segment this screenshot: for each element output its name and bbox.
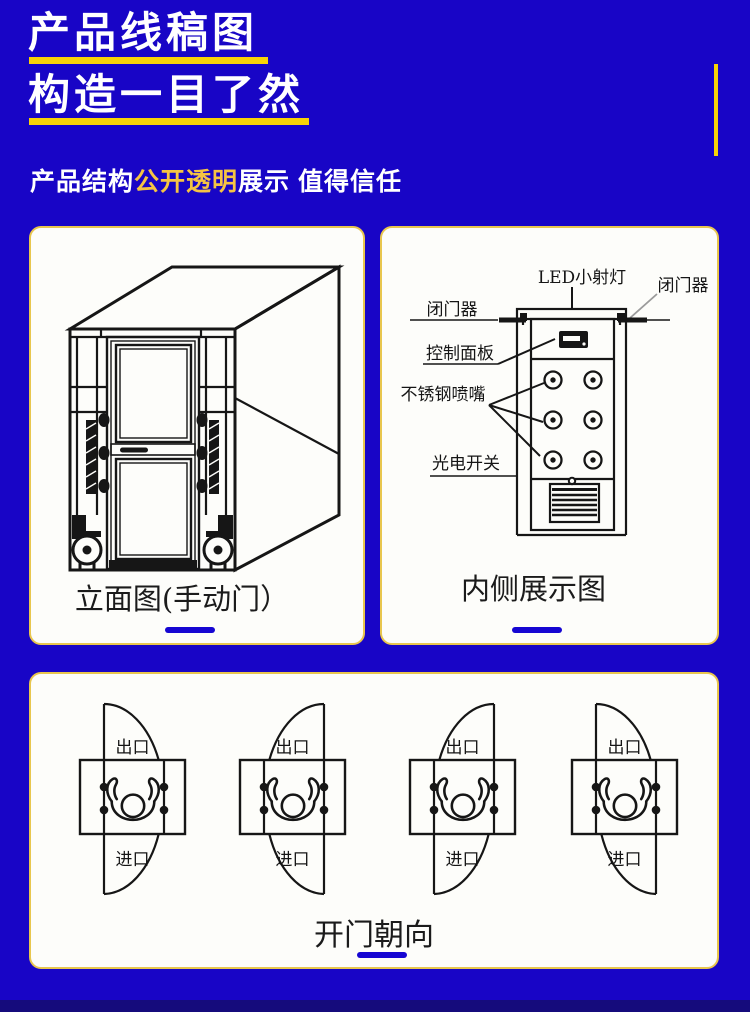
label-door-closer-right: 闭门器: [657, 276, 709, 296]
subtitle-part2: 展示 值得信任: [238, 168, 402, 196]
subtitle-highlight: 公开透明: [134, 168, 239, 196]
label-door-closer-left: 闭门器: [426, 300, 478, 320]
door-orientation-card: 出口 进口 出口 进口: [29, 672, 719, 969]
inner-view-drawing: [410, 287, 670, 537]
title-underline-2: [29, 118, 309, 125]
subtitle-part1: 产品结构: [30, 168, 135, 196]
page-title-line2: 构造一目了然: [28, 71, 305, 118]
door-diagram-3-drawing: [408, 702, 517, 896]
door-diagram-4-drawing: [570, 702, 679, 896]
person-top-view-icon: [435, 777, 491, 822]
label-steel-nozzles: 不锈钢喷嘴: [400, 385, 486, 405]
exit-label: 出口: [115, 738, 150, 758]
exit-label: 出口: [275, 738, 310, 758]
label-photo-switch: 光电开关: [432, 454, 500, 474]
elevation-caption-underline: [165, 627, 215, 633]
entry-label: 进口: [445, 850, 480, 870]
label-led-spotlight: LED小射灯: [537, 268, 627, 288]
door-orientation-caption-underline: [357, 952, 407, 958]
caster-wheels: [71, 531, 234, 569]
door-diagram-1-drawing: [78, 702, 187, 896]
door-diagram-2: 出口 进口: [222, 692, 363, 907]
door-diagram-2-drawing: [238, 702, 347, 896]
entry-label: 进口: [275, 850, 310, 870]
page-title-line1: 产品线稿图: [28, 9, 259, 56]
entry-label: 进口: [115, 850, 150, 870]
door-diagram-1: 出口 进口: [62, 692, 203, 907]
footer-strip: [0, 1000, 750, 1012]
elevation-card: 立面图(手动门）: [29, 226, 365, 645]
inner-view-card: 闭门器 LED小射灯 闭门器 控制面板 不锈钢喷嘴 光电开关 内侧展示图: [380, 226, 719, 645]
grille: [548, 482, 601, 524]
door-orientation-caption: 开门朝向: [314, 918, 434, 953]
label-control-panel: 控制面板: [426, 344, 494, 364]
elevation-drawing: [64, 264, 345, 573]
accent-vertical-bar: [714, 64, 718, 156]
subtitle: 产品结构公开透明展示 值得信任: [30, 162, 402, 198]
exit-label: 出口: [445, 738, 480, 758]
person-top-view-icon: [265, 777, 321, 822]
leader-lines: [410, 287, 670, 477]
elevation-caption: 立面图(手动门）: [74, 582, 290, 616]
inner-view-caption: 内侧展示图: [460, 572, 606, 606]
exit-label: 出口: [607, 738, 642, 758]
title-underline-1: [29, 57, 268, 64]
nozzle-circles: [543, 370, 603, 470]
person-top-view-icon: [597, 777, 653, 822]
gasket-strips: [85, 420, 220, 494]
inner-view-caption-underline: [512, 627, 562, 633]
door-diagram-3: 出口 进口: [392, 692, 533, 907]
person-top-view-icon: [105, 777, 161, 822]
door-diagram-4: 出口 进口: [554, 692, 695, 907]
entry-label: 进口: [607, 850, 642, 870]
